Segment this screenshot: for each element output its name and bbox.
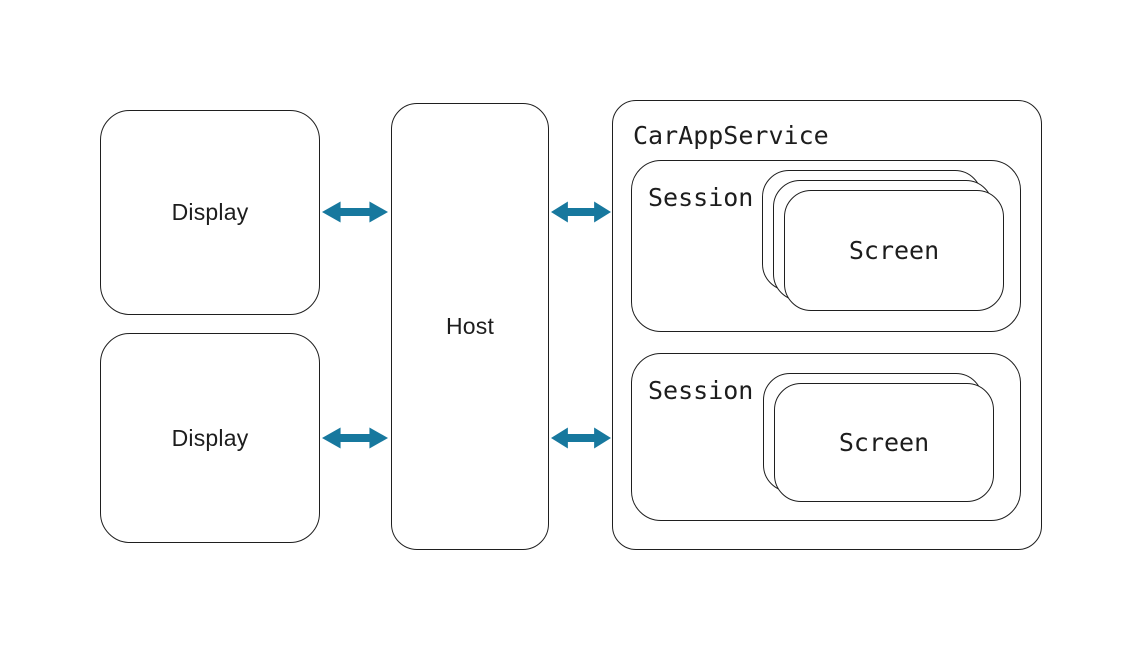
display-bottom-label: Display bbox=[171, 424, 249, 451]
double-arrow-icon bbox=[551, 427, 611, 449]
bidirectional-arrow-host-carappservice-bottom bbox=[551, 427, 611, 449]
bidirectional-arrow-display-top-host bbox=[322, 201, 388, 223]
display-top-box: Display bbox=[100, 110, 320, 315]
host-box: Host bbox=[391, 103, 549, 550]
screen-bottom-label: Screen bbox=[838, 428, 930, 457]
double-arrow-icon bbox=[551, 201, 611, 223]
session-bottom-label: Session bbox=[648, 376, 754, 405]
display-bottom-box: Display bbox=[100, 333, 320, 543]
session-bottom-box: Session Screen bbox=[631, 353, 1021, 521]
screen-top-label: Screen bbox=[848, 236, 940, 265]
host-label: Host bbox=[445, 313, 495, 339]
screen-card-front: Screen bbox=[784, 190, 1004, 311]
bidirectional-arrow-display-bottom-host bbox=[322, 427, 388, 449]
car-app-service-label: CarAppService bbox=[633, 121, 829, 150]
session-top-label: Session bbox=[648, 183, 754, 212]
car-app-service-box: CarAppService Session Screen Session Scr… bbox=[612, 100, 1042, 550]
display-top-label: Display bbox=[171, 199, 249, 225]
screen-card-front: Screen bbox=[774, 383, 994, 502]
session-top-box: Session Screen bbox=[631, 160, 1021, 332]
double-arrow-icon bbox=[322, 427, 388, 449]
double-arrow-icon bbox=[322, 201, 388, 223]
bidirectional-arrow-host-carappservice-top bbox=[551, 201, 611, 223]
